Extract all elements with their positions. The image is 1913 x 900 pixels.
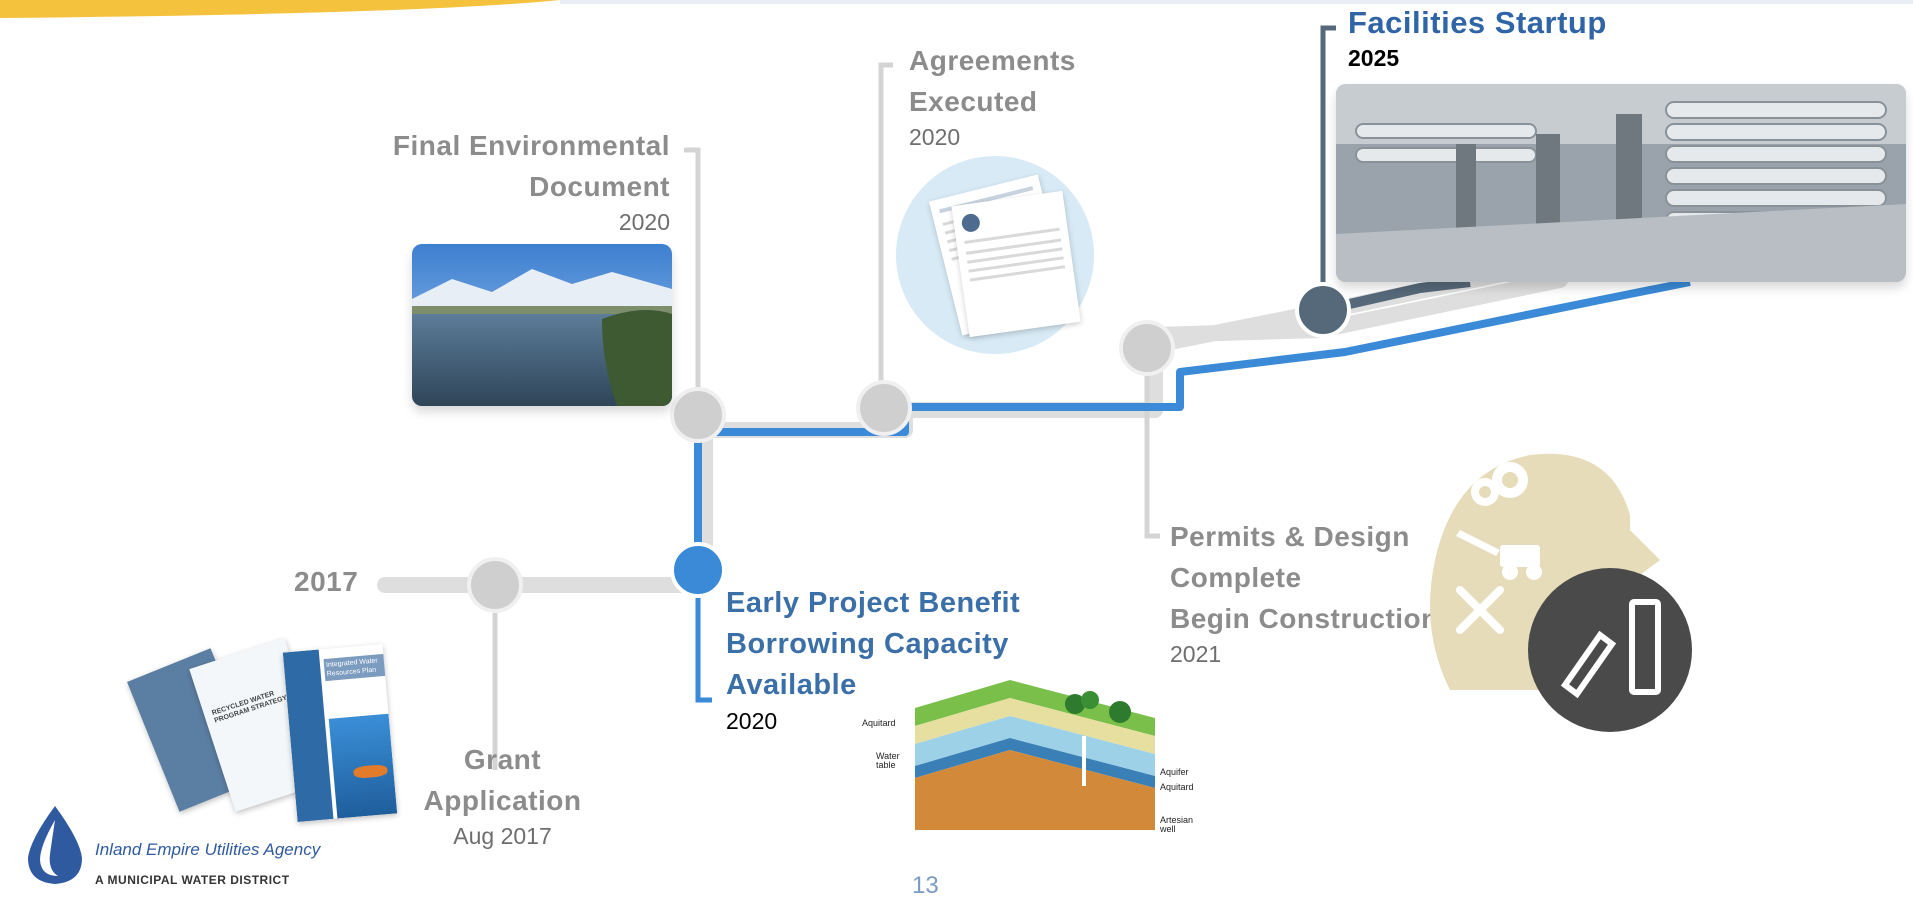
- node-permits: [1119, 320, 1175, 376]
- early-title-line3: Available: [726, 669, 857, 701]
- milestone-permits: Permits & Design Complete Begin Construc…: [1170, 516, 1470, 669]
- water-drop-icon: [28, 806, 82, 884]
- tools-icon: [1456, 586, 1504, 634]
- env-title-line1: Final Environmental: [392, 130, 670, 161]
- ruler-icon: [1629, 599, 1661, 695]
- grant-date: Aug 2017: [453, 823, 552, 849]
- node-startup: [1295, 282, 1351, 338]
- agency-logo: Inland Empire Utilities Agency A MUNICIP…: [10, 800, 330, 895]
- report-cover-iwrp: Integrated Water Resources Plan: [282, 643, 398, 823]
- permits-title-line1: Permits & Design: [1170, 521, 1410, 552]
- early-title-line2: Borrowing Capacity: [726, 628, 1009, 660]
- logo-subtitle: A MUNICIPAL WATER DISTRICT: [95, 873, 290, 887]
- artesian-well-pipe: [1082, 736, 1086, 786]
- env-title-line2: Document: [529, 171, 670, 202]
- milestone-grant: Grant Application Aug 2017: [410, 739, 595, 851]
- agreements-date: 2020: [909, 124, 961, 150]
- label-artesian-well: Artesian well: [1160, 815, 1194, 834]
- report-b-title: Integrated Water Resources Plan: [323, 653, 390, 682]
- aquifer-diagram: Aquitard Water table Aquifer Aquitard Ar…: [860, 676, 1200, 846]
- landscape-photo: [412, 244, 672, 406]
- permits-title-line3: Begin Construction: [1170, 603, 1439, 634]
- engineer-head-illustration: [1400, 430, 1720, 740]
- milestone-startup: Facilities Startup 2025: [1348, 2, 1748, 73]
- node-environmental: [670, 387, 726, 443]
- agreement-document-image: [896, 156, 1094, 354]
- page-number: 13: [912, 872, 939, 899]
- node-grant: [467, 557, 523, 613]
- pencil-icon: [1560, 630, 1617, 699]
- start-year-label: 2017: [294, 566, 359, 597]
- document-page-front: [951, 190, 1081, 338]
- report-a-title: RECYCLED WATER PROGRAM STRATEGY: [211, 690, 289, 725]
- logo-name: Inland Empire Utilities Agency: [95, 840, 321, 859]
- label-water-table: Water table: [876, 751, 900, 770]
- agreements-title-line1: Agreements: [909, 45, 1076, 76]
- top-banner: [0, 0, 1913, 18]
- early-date: 2020: [726, 708, 778, 734]
- grant-title-line2: Application: [423, 785, 582, 816]
- node-agreements: [856, 380, 912, 436]
- startup-date: 2025: [1348, 45, 1400, 71]
- startup-title: Facilities Startup: [1348, 5, 1607, 40]
- grant-title-line1: Grant: [463, 744, 542, 775]
- facility-photo: [1336, 84, 1906, 282]
- reports-stack: RECYCLED WATER PROGRAM STRATEGY Integrat…: [127, 620, 410, 830]
- node-early-benefit: [670, 542, 726, 598]
- agreements-title-line2: Executed: [909, 86, 1038, 117]
- label-aquitard-right: Aquitard: [1160, 782, 1194, 792]
- progress-track: [694, 278, 1691, 570]
- env-date: 2020: [618, 209, 670, 235]
- excavator-icon: [1456, 530, 1542, 580]
- label-aquifer: Aquifer: [1160, 767, 1189, 777]
- permits-date: 2021: [1170, 641, 1222, 667]
- milestone-environmental: Final Environmental Document 2020: [330, 125, 670, 237]
- early-title-line1: Early Project Benefit: [726, 587, 1021, 619]
- milestone-agreements: Agreements Executed 2020: [909, 40, 1169, 152]
- permits-title-line2: Complete: [1170, 562, 1302, 593]
- label-aquitard-left: Aquitard: [862, 718, 896, 728]
- timeline-nodes: [467, 282, 1351, 613]
- milestone-early-benefit: Early Project Benefit Borrowing Capacity…: [726, 583, 1066, 736]
